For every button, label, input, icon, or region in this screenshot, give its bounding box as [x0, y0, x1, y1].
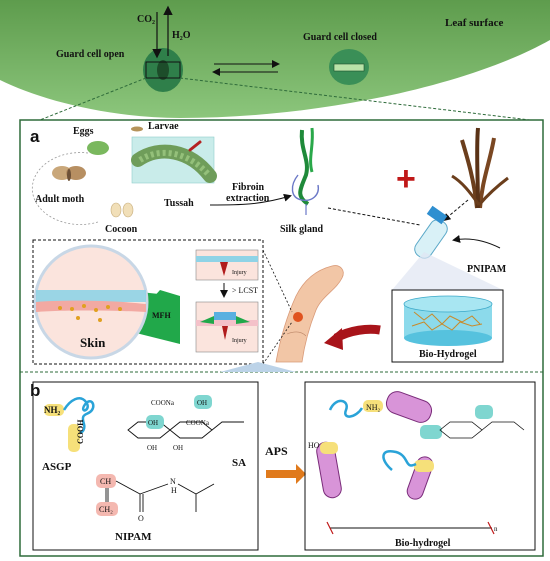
plus-icon: + [396, 160, 416, 198]
ch-label: CH [100, 477, 111, 486]
coona-label-2: COONa [186, 419, 210, 427]
cocoon-icon [110, 202, 122, 218]
panel-b-letter: b [30, 381, 40, 400]
test-tube-icon [414, 205, 448, 259]
panel-a: a Eggs Larvae Adult moth Cocoon [30, 121, 509, 365]
nipam-molecule [96, 474, 215, 516]
co2-label: CO₂ [137, 14, 155, 25]
injury-label-top: Injury [232, 270, 247, 276]
larvae-label: Larvae [148, 121, 179, 132]
oh-label-4: OH [173, 444, 183, 452]
leaf-section: CO₂ H₂O Guard cell open Guard cell close… [0, 0, 550, 121]
bio-hydrogel-label-a: Bio-Hydrogel [419, 349, 477, 360]
seaweed-to-tube-arrow [442, 199, 469, 222]
cooh-label: COOH [76, 419, 85, 444]
nh2-label-product: NH₂ [366, 403, 381, 412]
reagents-box [32, 381, 259, 551]
pnipam-label: PNIPAM [467, 264, 507, 275]
panel-b-chevron [220, 362, 296, 372]
zoom-line-arm-1 [262, 249, 293, 313]
injury-label-bottom: Injury [232, 338, 247, 344]
coona-label-1: COONa [151, 399, 175, 407]
skin-label: Skin [80, 335, 106, 350]
nipam-label: NIPAM [115, 531, 152, 543]
pnipam-arrow [452, 234, 501, 249]
main-frame [19, 119, 544, 557]
silk-to-tube-line [327, 207, 421, 226]
h-label: H [171, 486, 177, 495]
skin-circle [33, 244, 149, 360]
oh-label-1: OH [148, 419, 158, 427]
sa-label: SA [232, 457, 246, 469]
bio-hydrogel-product-box [304, 381, 536, 551]
silk-gland-label: Silk gland [280, 224, 324, 235]
oh-label-3: OH [147, 444, 157, 452]
seaweed-icon [451, 127, 509, 209]
injury-inset-top [195, 249, 259, 281]
fibroin-label-2: extraction [226, 193, 270, 204]
nh2-label-asgp: NH₂ [44, 405, 61, 415]
guard-closed-label: Guard cell closed [303, 32, 377, 43]
zoom-line-left [39, 77, 147, 121]
oh-label-2: OH [197, 399, 207, 407]
panel-b: b NH₂ COOH ASGP COONa OH OH COONa OH OH … [30, 362, 536, 551]
n-label: N [170, 477, 176, 486]
aps-arrow [266, 464, 306, 484]
moth-icon [52, 166, 86, 181]
guard-open-label: Guard cell open [56, 49, 125, 60]
asgp-label: ASGP [42, 461, 72, 473]
o-label: O [138, 514, 144, 523]
n-subscript-label: n [494, 525, 498, 533]
hydrogel-cylinder [403, 295, 493, 346]
panel-a-letter: a [30, 127, 40, 146]
ch2-label: CH₂ [99, 505, 113, 514]
adult-moth-label: Adult moth [35, 194, 85, 205]
silk-gland-icon [291, 127, 319, 215]
zoom-line-right [179, 77, 531, 121]
guard-cell-closed [329, 49, 369, 85]
life-cycle: Eggs Larvae Adult moth Cocoon [31, 121, 186, 235]
zoom-line-arm-2 [262, 321, 293, 365]
tussah-label: Tussah [164, 198, 194, 209]
bio-hydrogel-label-b: Bio-hydrogel [395, 538, 451, 549]
ho-label: HO [308, 441, 320, 450]
arm-icon [275, 265, 344, 363]
application-arrow [333, 324, 381, 342]
sa-molecule [127, 395, 244, 439]
beam-shade [392, 252, 503, 290]
fibroin-extraction-arrow [209, 193, 292, 206]
tussah-caterpillar: Tussah [131, 136, 217, 209]
skin-detail-box [32, 239, 264, 365]
leaf-surface-shape [0, 0, 550, 118]
larvae-icon [131, 126, 143, 132]
eggs-label: Eggs [73, 126, 94, 137]
lcst-label: > LCST [232, 286, 258, 295]
eggs-leaf-icon [87, 141, 109, 155]
h2o-label: H₂O [172, 30, 191, 41]
asgp-molecule [44, 397, 95, 452]
injury-inset-bottom [195, 301, 259, 353]
fibroin-label-1: Fibroin [232, 182, 264, 193]
guard-cell-open [143, 48, 183, 92]
cocoon-label: Cocoon [105, 224, 138, 235]
leaf-surface-label: Leaf surface [445, 17, 503, 29]
aps-label: APS [265, 444, 288, 458]
product-network [316, 391, 525, 535]
mfh-label: MFH [152, 311, 171, 320]
